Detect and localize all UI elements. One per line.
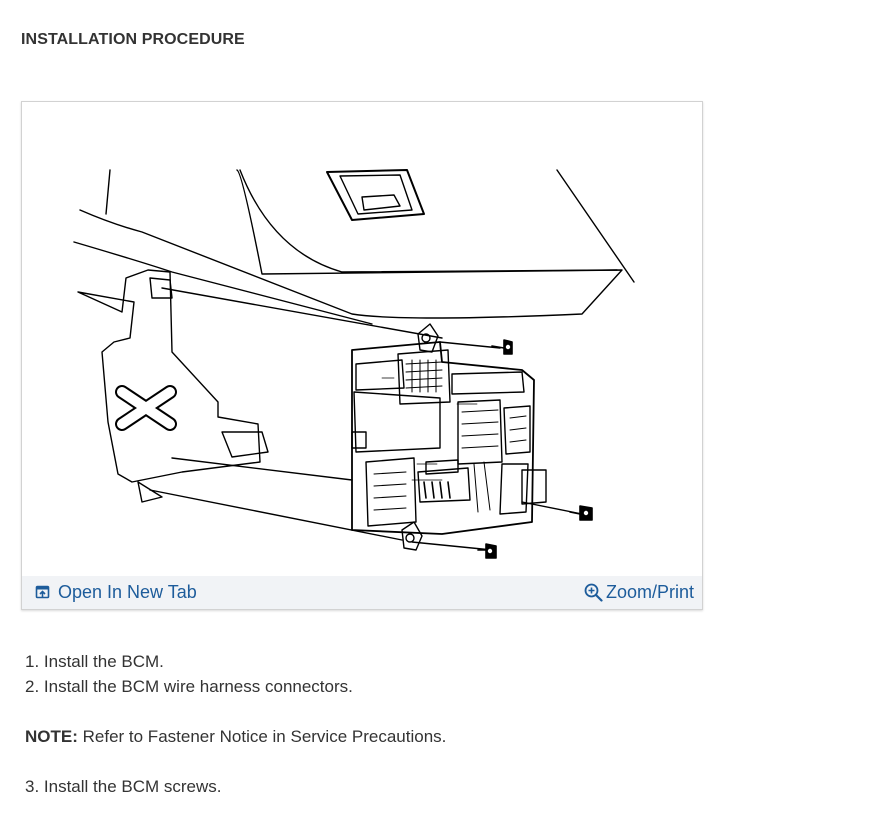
screw-lower <box>477 543 497 559</box>
figure-container: Open In New Tab Zoom/Print <box>21 101 703 610</box>
step-item: 2. Install the BCM wire harness connecto… <box>25 677 353 696</box>
page-heading: INSTALLATION PROCEDURE <box>21 31 245 48</box>
bcm-installation-diagram[interactable] <box>22 102 702 576</box>
open-in-new-tab-link[interactable]: Open In New Tab <box>35 576 197 609</box>
note-text: Refer to Fastener Notice in Service Prec… <box>77 727 447 746</box>
figure-action-bar: Open In New Tab Zoom/Print <box>22 576 702 609</box>
zoom-print-label: Zoom/Print <box>605 582 694 602</box>
zoom-in-icon <box>584 583 603 602</box>
screw-right <box>569 505 593 521</box>
screw-upper <box>491 339 513 355</box>
open-in-new-tab-label: Open In New Tab <box>58 582 197 602</box>
note-paragraph: NOTE: Refer to Fastener Notice in Servic… <box>25 724 446 749</box>
open-new-tab-icon <box>35 585 50 600</box>
note-label: NOTE: <box>25 727 78 746</box>
steps-list: 1. Install the BCM. 2. Install the BCM w… <box>25 649 353 699</box>
zoom-print-link[interactable]: Zoom/Print <box>584 576 694 609</box>
step-item: 1. Install the BCM. <box>25 652 164 671</box>
step-item: 3. Install the BCM screws. <box>25 777 222 796</box>
